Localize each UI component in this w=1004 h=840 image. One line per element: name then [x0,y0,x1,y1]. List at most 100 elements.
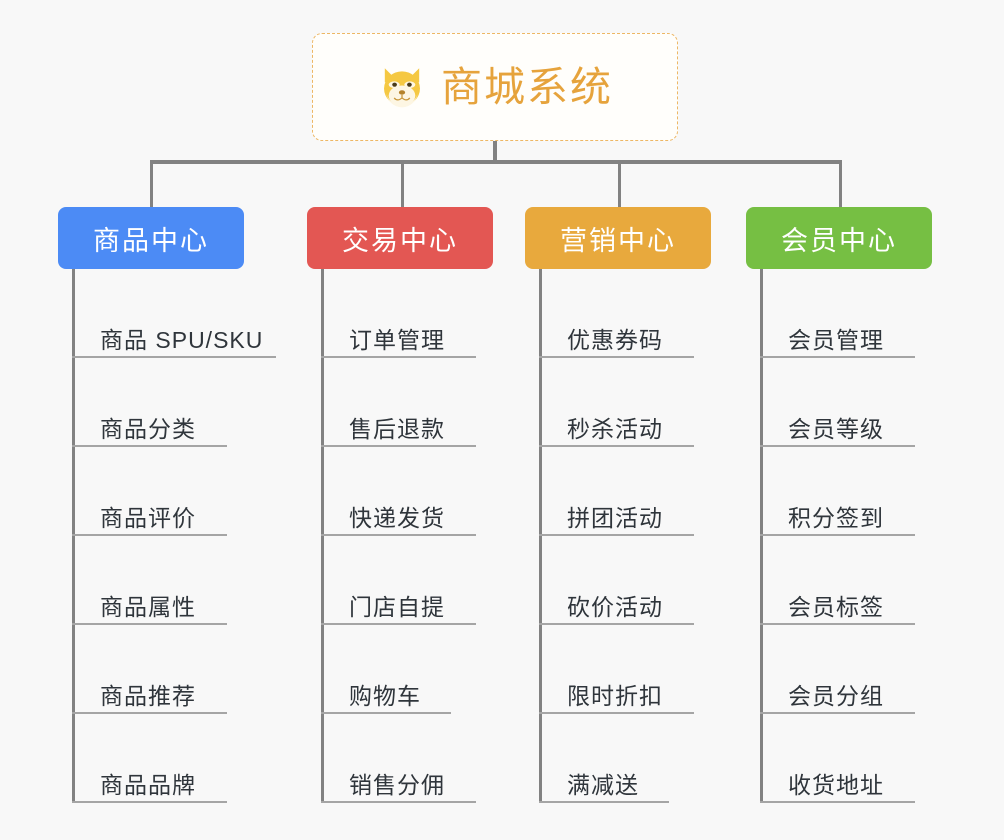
list-item[interactable]: 商品推荐 [72,625,263,714]
leaf-underline [539,445,694,447]
branch-leaf-list-0: 商品 SPU/SKU 商品分类 商品评价 商品属性 商品推荐 商品品牌 [72,269,276,803]
connector-horizontal-bus [150,160,842,164]
leaf-underline [760,712,915,714]
leaf-underline [321,445,476,447]
leaf-label: 秒杀活动 [567,415,663,442]
leaf-label: 优惠券码 [567,326,663,353]
branch-header-label-1: 交易中心 [342,225,458,256]
list-item[interactable]: 会员分组 [760,625,915,714]
leaf-label: 售后退款 [349,415,445,442]
leaf-label: 商品属性 [100,593,196,620]
branch-header-2[interactable]: 营销中心 [525,207,711,269]
leaf-underline [760,623,915,625]
leaf-label: 商品评价 [100,504,196,531]
leaf-underline [72,712,227,714]
shiba-dog-face-icon [384,68,420,108]
branch-column-3: 会员中心 会员管理 会员等级 积分签到 会员标签 会员分组 [746,207,932,803]
list-item[interactable]: 门店自提 [321,536,476,625]
connector-drop-商品中心 [150,160,153,208]
list-item[interactable]: 快递发货 [321,447,476,536]
leaf-label: 商品品牌 [100,771,196,798]
branch-header-0[interactable]: 商品中心 [58,207,244,269]
list-item[interactable]: 商品品牌 [72,714,263,803]
leaf-underline [760,445,915,447]
list-item[interactable]: 商品 SPU/SKU [72,269,276,358]
leaf-underline [72,623,227,625]
leaf-underline [539,356,694,358]
list-item[interactable]: 售后退款 [321,358,476,447]
leaf-underline [72,445,227,447]
list-item[interactable]: 商品评价 [72,447,263,536]
leaf-label: 会员管理 [788,326,884,353]
connector-root-stem [493,141,497,163]
list-item[interactable]: 商品分类 [72,358,263,447]
list-item[interactable]: 商品属性 [72,536,263,625]
branch-leaf-list-3: 会员管理 会员等级 积分签到 会员标签 会员分组 收货地址 [760,269,915,803]
leaf-label: 商品 SPU/SKU [100,326,264,353]
branch-column-2: 营销中心 优惠券码 秒杀活动 拼团活动 砍价活动 限时折扣 [525,207,711,803]
leaf-underline [321,623,476,625]
leaf-underline [539,712,694,714]
leaf-label: 销售分佣 [349,771,445,798]
branch-spine-3 [760,269,763,803]
leaf-label: 满减送 [567,771,639,798]
leaf-underline [539,534,694,536]
list-item[interactable]: 会员标签 [760,536,915,625]
branch-header-label-0: 商品中心 [93,225,209,256]
leaf-underline [760,801,915,803]
root-node[interactable]: 商城系统 [312,33,678,141]
leaf-underline [321,534,476,536]
list-item[interactable]: 会员等级 [760,358,915,447]
root-title: 商城系统 [441,63,613,110]
leaf-underline [321,712,451,714]
list-item[interactable]: 会员管理 [760,269,915,358]
leaf-label: 限时折扣 [567,682,663,709]
leaf-underline [760,534,915,536]
connector-drop-营销中心 [618,160,621,208]
leaf-underline [321,801,476,803]
leaf-label: 会员分组 [788,682,884,709]
branch-header-label-3: 会员中心 [781,225,897,256]
branch-header-label-2: 营销中心 [560,225,676,256]
branch-column-0: 商品中心 商品 SPU/SKU 商品分类 商品评价 商品属性 商品推荐 [58,207,276,803]
leaf-underline [321,356,476,358]
leaf-underline [760,356,915,358]
leaf-underline [72,534,227,536]
branch-header-1[interactable]: 交易中心 [307,207,493,269]
list-item[interactable]: 满减送 [539,714,669,803]
branch-column-1: 交易中心 订单管理 售后退款 快递发货 门店自提 购物车 [307,207,493,803]
leaf-label: 收货地址 [788,771,884,798]
list-item[interactable]: 购物车 [321,625,451,714]
list-item[interactable]: 砍价活动 [539,536,694,625]
leaf-label: 商品推荐 [100,682,196,709]
leaf-label: 订单管理 [349,326,445,353]
list-item[interactable]: 秒杀活动 [539,358,694,447]
list-item[interactable]: 销售分佣 [321,714,476,803]
leaf-label: 购物车 [349,682,421,709]
connector-drop-交易中心 [401,160,404,208]
leaf-underline [72,356,276,358]
leaf-underline [539,801,669,803]
list-item[interactable]: 订单管理 [321,269,476,358]
leaf-label: 积分签到 [788,504,884,531]
branch-header-3[interactable]: 会员中心 [746,207,932,269]
leaf-label: 商品分类 [100,415,196,442]
leaf-label: 拼团活动 [567,504,663,531]
branch-spine-2 [539,269,542,803]
leaf-label: 快递发货 [349,504,445,531]
list-item[interactable]: 优惠券码 [539,269,694,358]
branch-leaf-list-1: 订单管理 售后退款 快递发货 门店自提 购物车 销售分佣 [321,269,476,803]
leaf-label: 门店自提 [349,593,445,620]
list-item[interactable]: 积分签到 [760,447,915,536]
branch-spine-0 [72,269,75,803]
branch-spine-1 [321,269,324,803]
leaf-label: 砍价活动 [567,593,663,620]
list-item[interactable]: 收货地址 [760,714,915,803]
list-item[interactable]: 限时折扣 [539,625,694,714]
leaf-underline [72,801,227,803]
leaf-label: 会员标签 [788,593,884,620]
connector-drop-会员中心 [839,160,842,208]
list-item[interactable]: 拼团活动 [539,447,694,536]
leaf-label: 会员等级 [788,415,884,442]
